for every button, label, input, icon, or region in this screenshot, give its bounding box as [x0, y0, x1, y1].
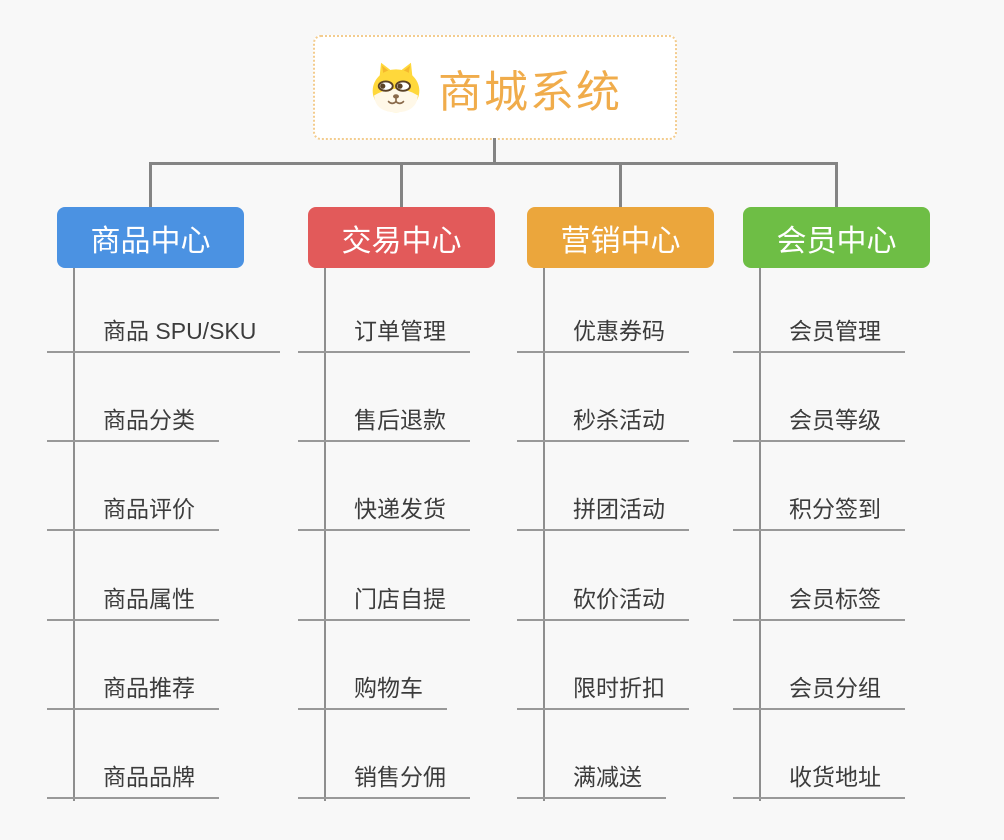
sub-topic[interactable]: 快递发货 — [298, 496, 470, 532]
branch-label: 营销中心 — [560, 224, 681, 258]
sub-topic[interactable]: 满减送 — [517, 764, 666, 799]
branch-node[interactable]: 营销中心 — [527, 207, 714, 268]
root-label: 商城系统 — [438, 67, 622, 117]
shiba-dog-icon — [368, 60, 424, 116]
sub-topic[interactable]: 商品评价 — [47, 496, 219, 532]
sub-topic[interactable]: 拼团活动 — [517, 496, 689, 532]
sub-topic[interactable]: 优惠券码 — [517, 318, 689, 353]
branch-2: 交易中心 订单管理售后退款快递发货门店自提购物车销售分佣 — [298, 207, 588, 840]
branch-trunk-line — [324, 268, 326, 801]
connector-drop-2 — [400, 162, 403, 208]
connector-root-drop — [493, 138, 496, 165]
branch-trunk-line — [543, 268, 545, 801]
sub-topic[interactable]: 订单管理 — [298, 318, 470, 353]
sub-topic[interactable]: 限时折扣 — [517, 675, 689, 710]
sub-topic[interactable]: 商品 SPU/SKU — [47, 318, 281, 353]
connector-drop-1 — [149, 162, 152, 208]
sub-topic[interactable]: 砍价活动 — [517, 586, 689, 621]
sub-topic[interactable]: 购物车 — [298, 675, 447, 710]
branch-1: 商品中心 商品 SPU/SKU 商品分类商品评价商品属性商品推荐商品品牌 — [47, 207, 337, 840]
branch-node[interactable]: 商品中心 — [57, 207, 244, 268]
branch-node[interactable]: 交易中心 — [308, 207, 495, 268]
sub-topic[interactable]: 收货地址 — [733, 764, 905, 799]
sub-topic[interactable]: 商品属性 — [47, 586, 219, 621]
branch-trunk-line — [759, 268, 761, 801]
sub-topic[interactable]: 会员分组 — [733, 675, 905, 710]
branch-label: 交易中心 — [341, 224, 462, 258]
connector-drop-3 — [619, 162, 622, 208]
sub-topic[interactable]: 会员管理 — [733, 318, 905, 353]
connector-drop-4 — [835, 162, 838, 208]
sub-topic[interactable]: 会员标签 — [733, 586, 905, 621]
sub-topic[interactable]: 会员等级 — [733, 407, 905, 443]
branch-trunk-line — [73, 268, 75, 801]
sub-topic[interactable]: 销售分佣 — [298, 764, 470, 799]
connector-bus — [149, 162, 838, 165]
sub-topic[interactable]: 商品推荐 — [47, 675, 219, 710]
sub-topic[interactable]: 门店自提 — [298, 586, 470, 621]
sub-topic[interactable]: 商品分类 — [47, 407, 219, 443]
sub-topic[interactable]: 商品品牌 — [47, 764, 219, 799]
branch-label: 会员中心 — [776, 224, 897, 258]
branch-3: 营销中心 优惠券码秒杀活动拼团活动砍价活动限时折扣满减送 — [517, 207, 807, 840]
sub-topic[interactable]: 秒杀活动 — [517, 407, 689, 443]
branch-4: 会员中心 会员管理会员等级积分签到会员标签会员分组收货地址 — [733, 207, 1004, 840]
root-node[interactable]: 商城系统 — [313, 35, 677, 140]
sub-topic[interactable]: 售后退款 — [298, 407, 470, 443]
sub-topic[interactable]: 积分签到 — [733, 496, 905, 532]
branch-node[interactable]: 会员中心 — [743, 207, 930, 268]
branch-label: 商品中心 — [90, 224, 211, 258]
